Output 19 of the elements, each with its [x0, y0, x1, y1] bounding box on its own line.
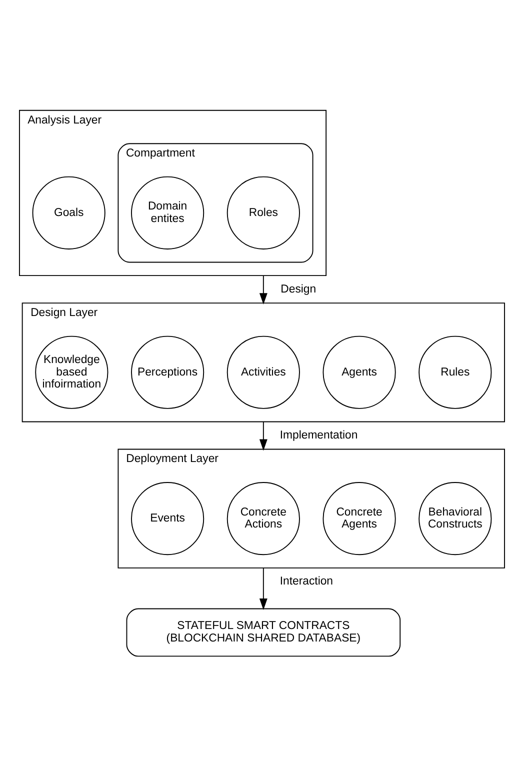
node-circle: Roles: [226, 176, 300, 250]
node-circle: Events: [131, 482, 204, 556]
edge-label: Implementation: [280, 429, 358, 442]
node-circle: Domain entites: [131, 176, 204, 250]
node-circle: Goals: [32, 176, 106, 250]
node-circle: Agents: [322, 336, 396, 409]
arrow: [259, 275, 268, 305]
node-circle: Perceptions: [131, 336, 204, 409]
node-circle: Knowledge based infoirmation: [35, 336, 108, 409]
node-circle: Rules: [418, 336, 492, 409]
arrow: [259, 421, 268, 451]
edge-label: Design: [280, 283, 316, 296]
node-circle: Concrete Agents: [322, 482, 396, 556]
node-circle: Concrete Actions: [226, 482, 300, 556]
node-box: STATEFUL SMART CONTRACTS (BLOCKCHAIN SHARED DATABASE): [126, 608, 401, 657]
arrow: [259, 567, 268, 610]
node-circle: Behavioral Constructs: [418, 482, 492, 556]
edge-label: Interaction: [280, 576, 334, 588]
node-circle: Activities: [226, 336, 300, 409]
